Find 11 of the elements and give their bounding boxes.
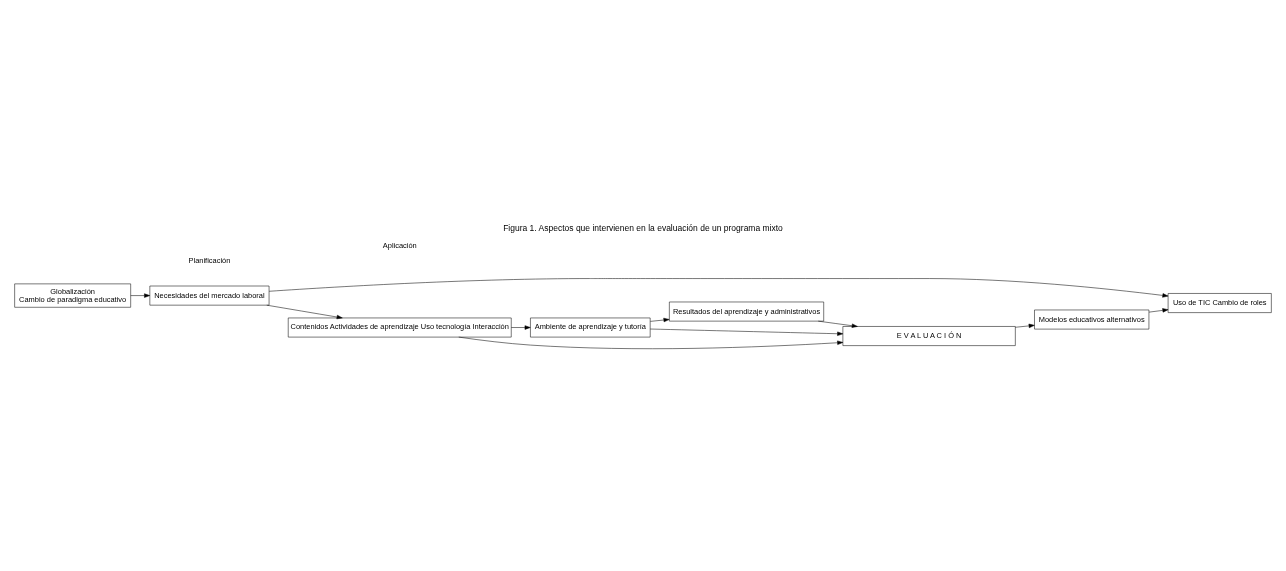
arrow (458, 336, 844, 349)
diagram-title: Figura 1. Aspectos que intervienen en la evaluación de un programa mixto (503, 223, 783, 234)
arrow (649, 328, 844, 336)
arrow (650, 317, 670, 323)
arrow (511, 325, 531, 330)
arrow (130, 293, 150, 298)
arrow (266, 304, 343, 320)
arrow (1015, 323, 1035, 328)
arrow (818, 320, 858, 328)
arrow (1148, 308, 1169, 313)
arrow (268, 278, 1169, 298)
